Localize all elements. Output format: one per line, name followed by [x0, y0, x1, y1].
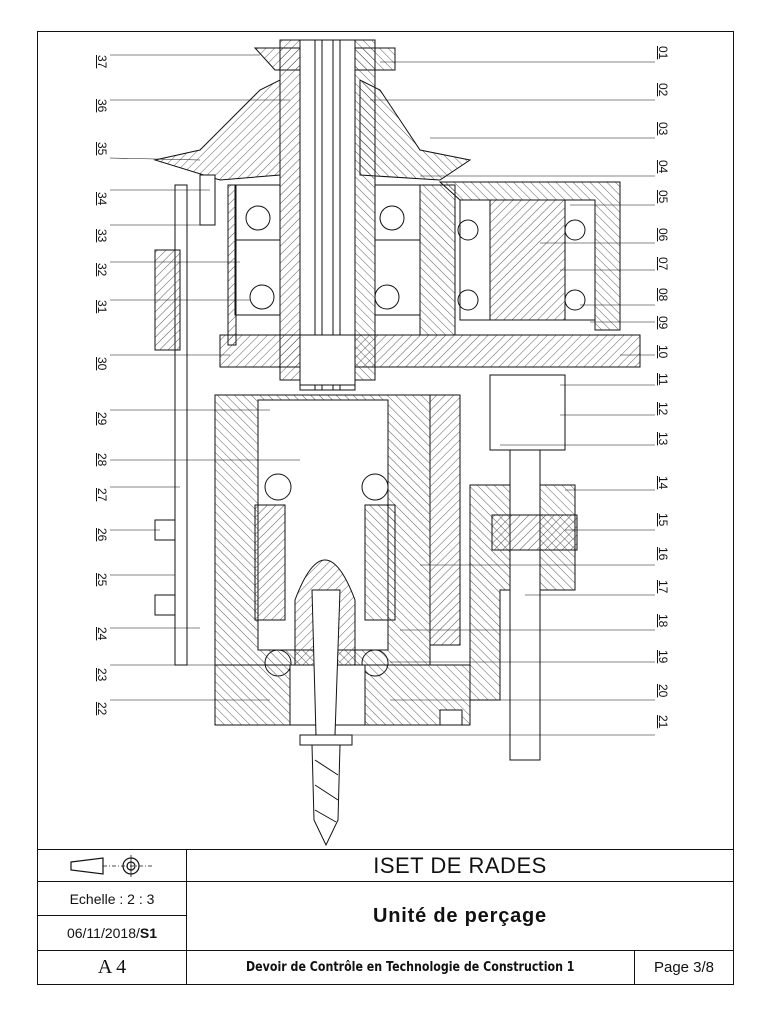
paper-format: A 4	[37, 950, 187, 985]
part-label: 24	[95, 627, 109, 641]
part-label: 10	[656, 345, 670, 359]
part-label: 37	[95, 55, 109, 69]
part-label: 05	[656, 190, 670, 204]
part-label: 15	[656, 513, 670, 527]
session: S1	[139, 925, 158, 941]
part-label: 27	[95, 488, 109, 502]
part-label: 11	[656, 373, 670, 386]
part-label: 01	[656, 46, 670, 60]
part-label: 07	[656, 257, 670, 271]
part-label: 22	[95, 702, 109, 716]
subject: Devoir de Contrôle en Technologie de Con…	[246, 960, 575, 975]
part-label: 21	[656, 715, 670, 729]
title-block: ISET DE RADES Echelle : 2 : 3 Unité de p…	[37, 849, 734, 985]
part-label: 14	[656, 476, 670, 490]
part-label: 20	[656, 684, 670, 698]
projection-symbol-cell	[37, 849, 187, 882]
subject-cell: Devoir de Contrôle en Technologie de Con…	[186, 950, 635, 985]
part-label: 17	[656, 580, 670, 594]
part-label: 33	[95, 229, 109, 243]
part-label: 34	[95, 192, 109, 206]
part-label: 29	[95, 412, 109, 426]
part-label: 08	[656, 288, 670, 302]
part-label: 32	[95, 263, 109, 277]
first-angle-projection-icon	[70, 854, 153, 877]
part-label: 26	[95, 528, 109, 542]
part-label: 04	[656, 160, 670, 174]
part-label: 30	[95, 357, 109, 371]
drawing-title: Unité de perçage	[186, 881, 734, 951]
part-label: 36	[95, 99, 109, 113]
part-label: 35	[95, 142, 109, 156]
part-label: 03	[656, 122, 670, 136]
school-name: ISET DE RADES	[186, 849, 734, 882]
part-label: 16	[656, 547, 670, 561]
part-label: 31	[95, 300, 109, 314]
part-label: 02	[656, 83, 670, 97]
page-number: Page 3/8	[634, 950, 734, 985]
part-label: 25	[95, 573, 109, 587]
technical-drawing	[109, 39, 655, 847]
part-label: 23	[95, 668, 109, 682]
part-label: 13	[656, 432, 670, 446]
part-label: 19	[656, 650, 670, 664]
part-label: 12	[656, 402, 670, 416]
part-label: 09	[656, 316, 670, 330]
part-label: 28	[95, 453, 109, 467]
date: 06/11/2018/S1	[37, 915, 187, 951]
part-label: 06	[656, 228, 670, 242]
scale: Echelle : 2 : 3	[37, 881, 187, 916]
date-text: 06/11/2018/	[66, 925, 140, 941]
part-label: 18	[656, 614, 670, 628]
